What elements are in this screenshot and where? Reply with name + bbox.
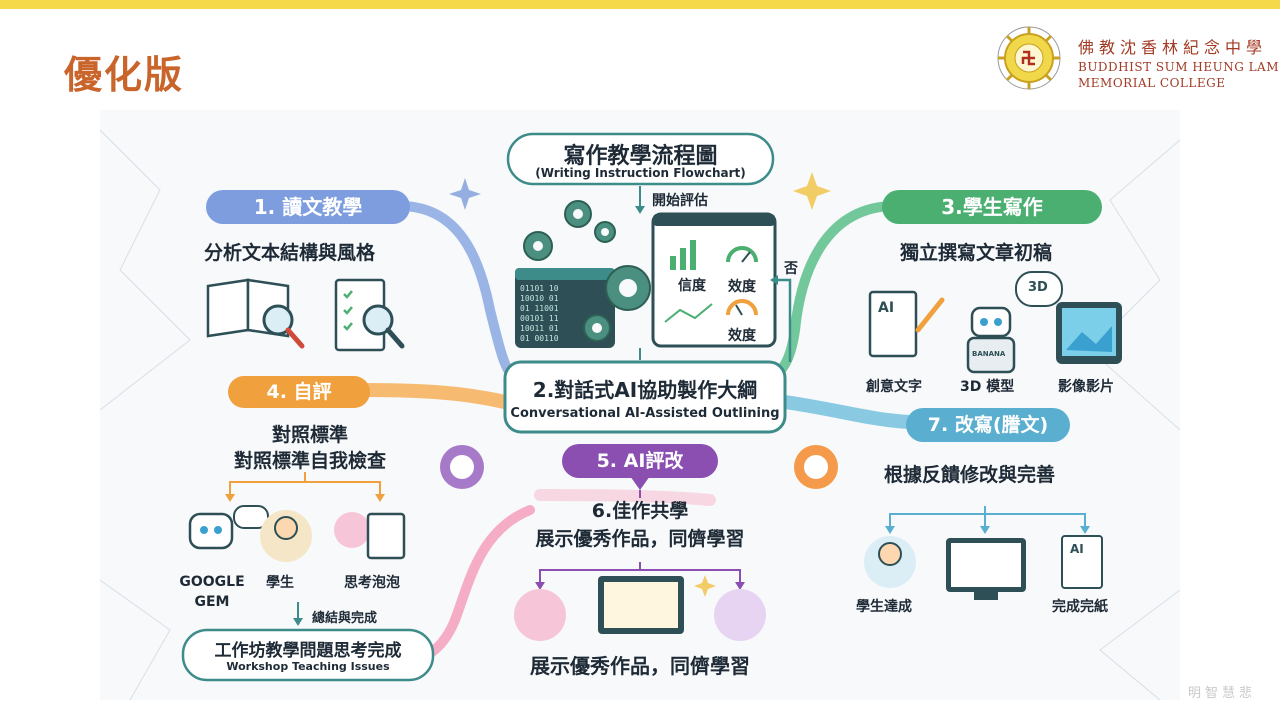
code-screen: 01101 10 10010 01 01 11001 00101 11 1001… bbox=[520, 284, 559, 343]
workshop-title-zh: 工作坊教學問題思考完成 bbox=[214, 641, 402, 661]
step4-line2: 對照標準自我檢查 bbox=[233, 450, 386, 472]
no-branch-label: 否 bbox=[784, 261, 798, 277]
school-name-en-line2: MEMORIAL COLLEGE bbox=[1078, 76, 1226, 90]
school-logo-icon bbox=[997, 26, 1061, 90]
step4-item-gem: GOOGLE GEM bbox=[179, 574, 245, 610]
step4-item-student: 學生 bbox=[266, 575, 294, 591]
step3-item-3d: 3D 模型 bbox=[960, 379, 1015, 395]
flowchart-connectors bbox=[100, 129, 1180, 700]
step3-item-text: 創意文字 bbox=[866, 379, 922, 395]
step3-pill: 3.學生寫作 bbox=[882, 190, 1102, 224]
start-eval-label: 開始評估 bbox=[652, 193, 708, 209]
step7-item-student: 學生達成 bbox=[856, 599, 912, 615]
ai-tag-paper: AI bbox=[1070, 542, 1084, 556]
ai-tag-doc: AI bbox=[878, 300, 895, 316]
step7-subtitle: 根據反饋修改與完善 bbox=[884, 464, 1056, 486]
step1-subtitle: 分析文本結構與風格 bbox=[204, 242, 376, 264]
reliability-label: 信度 bbox=[678, 278, 706, 294]
step3-item-video: 影像影片 bbox=[1058, 379, 1114, 395]
step6-bottom: 展示優秀作品，同儕學習 bbox=[530, 654, 750, 678]
diagram-title-en: (Writing Instruction Flowchart) bbox=[535, 166, 746, 180]
step3-subtitle: 獨立撰寫文章初稿 bbox=[900, 242, 1053, 264]
step6-line1: 展示優秀作品，同儕學習 bbox=[535, 528, 745, 550]
threeD-tag: 3D bbox=[1028, 280, 1048, 295]
step4-summary: 總結與完成 bbox=[312, 611, 378, 626]
validity-label-2: 效度 bbox=[728, 328, 756, 344]
diagram-title-zh: 寫作教學流程圖 bbox=[563, 144, 718, 169]
step1-pill: 1. 讀文教學 bbox=[206, 190, 410, 224]
school-name-zh: 佛教沈香林紀念中學 bbox=[1078, 38, 1268, 57]
validity-label-1: 效度 bbox=[728, 279, 756, 295]
step7-pill: 7. 改寫(謄文) bbox=[906, 408, 1070, 442]
flowchart-panel: 寫作教學流程圖 (Writing Instruction Flowchart) … bbox=[100, 110, 1180, 700]
slide-title: 優化版 bbox=[64, 53, 185, 97]
step4-pill: 4. 自評 bbox=[228, 376, 370, 408]
step6-title: 6.佳作共學 bbox=[591, 500, 689, 522]
step4-item-thought: 思考泡泡 bbox=[344, 575, 400, 591]
robot-badge: BANANA bbox=[972, 350, 1006, 358]
school-name-en-line1: BUDDHIST SUM HEUNG LAM bbox=[1078, 60, 1280, 74]
step5-pill: 5. AI評改 bbox=[562, 444, 718, 478]
center-step-subtitle: Conversational AI-Assisted Outlining bbox=[510, 406, 780, 421]
step7-item-paper: 完成完紙 bbox=[1052, 599, 1108, 615]
workshop-title-en: Workshop Teaching Issues bbox=[226, 660, 390, 673]
watermark-text: 明智慧悲 bbox=[1187, 686, 1256, 701]
step4-line1: 對照標準 bbox=[271, 424, 348, 446]
top-accent-bar bbox=[0, 0, 1280, 9]
center-step-title: 2.對話式AI協助製作大綱 bbox=[532, 378, 758, 402]
